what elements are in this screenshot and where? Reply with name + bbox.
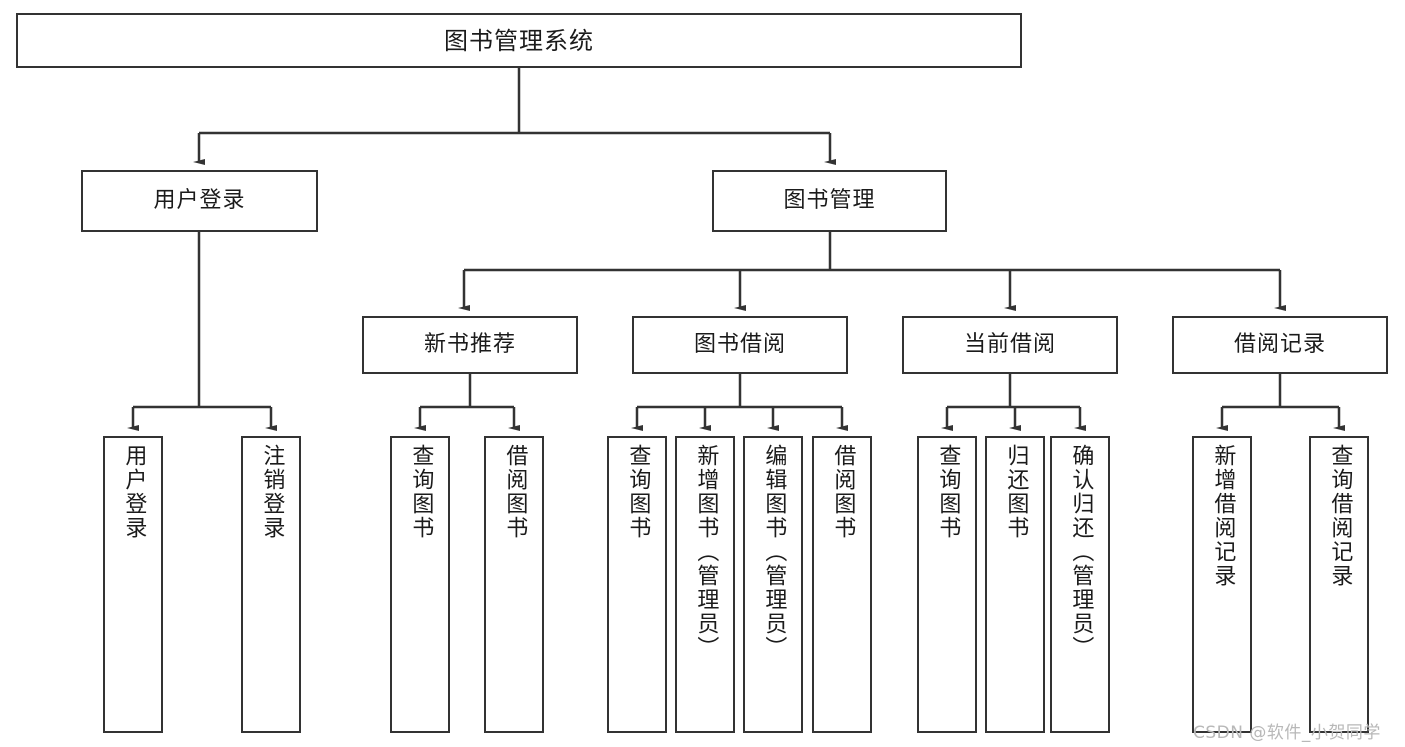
node-label: 用户登录 (121, 444, 147, 540)
node-label: 借阅记录 (1233, 332, 1326, 358)
node-label: 查询图书 (935, 444, 961, 540)
node-label: 编辑图书（管理员） (761, 444, 787, 660)
node-label: 图书管理系统 (444, 26, 594, 55)
node-leaf-user-login[interactable]: 用户登录 (103, 436, 163, 733)
node-label: 借阅图书 (502, 444, 528, 540)
node-leaf-borrow-book-recommend[interactable]: 借阅图书 (484, 436, 544, 733)
node-current-borrow[interactable]: 当前借阅 (902, 316, 1118, 374)
node-leaf-query-book-borrow[interactable]: 查询图书 (607, 436, 667, 733)
node-label: 借阅图书 (830, 444, 856, 540)
node-label: 归还图书 (1003, 444, 1029, 540)
node-label: 图书借阅 (693, 332, 786, 358)
node-leaf-logout[interactable]: 注销登录 (241, 436, 301, 733)
node-label: 注销登录 (259, 444, 285, 540)
watermark-text: CSDN @软件_小贺同学 (1193, 723, 1381, 743)
node-label: 新增图书（管理员） (693, 444, 719, 660)
node-leaf-edit-book-admin[interactable]: 编辑图书（管理员） (743, 436, 803, 733)
node-label: 图书管理 (783, 188, 876, 214)
node-label: 当前借阅 (963, 332, 1056, 358)
node-leaf-add-book-admin[interactable]: 新增图书（管理员） (675, 436, 735, 733)
node-label: 新书推荐 (423, 332, 516, 358)
node-borrow-record[interactable]: 借阅记录 (1172, 316, 1388, 374)
node-leaf-query-book-recommend[interactable]: 查询图书 (390, 436, 450, 733)
node-user-login[interactable]: 用户登录 (81, 170, 318, 232)
node-leaf-return-book[interactable]: 归还图书 (985, 436, 1045, 733)
node-leaf-confirm-return-admin[interactable]: 确认归还（管理员） (1050, 436, 1110, 733)
node-label: 查询借阅记录 (1327, 444, 1353, 588)
node-label: 查询图书 (625, 444, 651, 540)
node-label: 用户登录 (153, 188, 246, 214)
node-root-book-management-system[interactable]: 图书管理系统 (16, 13, 1022, 68)
node-leaf-borrow-book[interactable]: 借阅图书 (812, 436, 872, 733)
node-book-borrow[interactable]: 图书借阅 (632, 316, 848, 374)
node-label: 查询图书 (408, 444, 434, 540)
node-leaf-query-borrow-record[interactable]: 查询借阅记录 (1309, 436, 1369, 733)
node-label: 确认归还（管理员） (1068, 444, 1094, 660)
node-label: 新增借阅记录 (1210, 444, 1236, 588)
node-book-management[interactable]: 图书管理 (712, 170, 947, 232)
node-leaf-add-borrow-record[interactable]: 新增借阅记录 (1192, 436, 1252, 733)
node-new-book-recommend[interactable]: 新书推荐 (362, 316, 578, 374)
node-leaf-query-book-current[interactable]: 查询图书 (917, 436, 977, 733)
